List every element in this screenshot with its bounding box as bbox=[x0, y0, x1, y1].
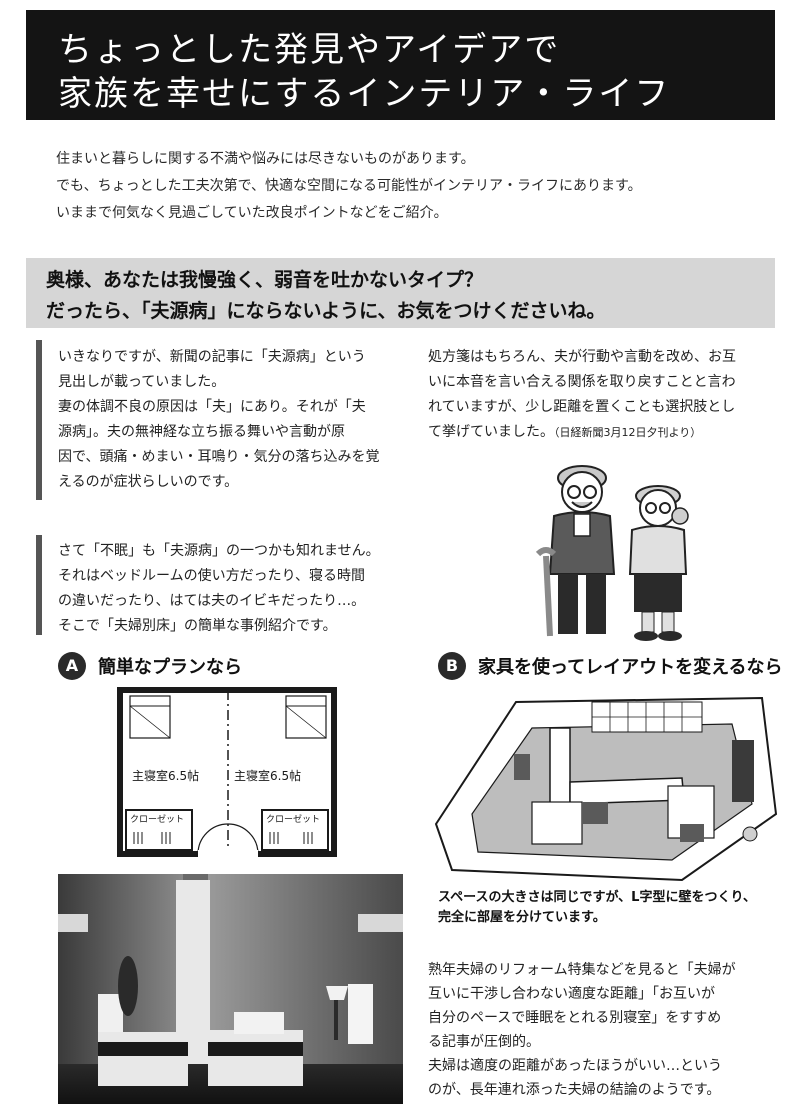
floor-plan-a: 主寝室6.5帖 主寝室6.5帖 クローゼット クローゼット bbox=[117, 687, 337, 858]
text-line: いに本音を言い合える関係を取り戻すことと言わ bbox=[428, 374, 736, 390]
text-line: さて「不眠」も「夫源病」の一つかも知れません。 bbox=[58, 543, 380, 559]
bedroom-photo bbox=[58, 874, 403, 1104]
text-line: のが、長年連れ添った夫婦の結論のようです。 bbox=[428, 1082, 721, 1098]
text-line: 自分のペースで睡眠をとれる別寝室」をすすめ bbox=[428, 1010, 722, 1026]
section-a-badge: A bbox=[58, 652, 86, 680]
text-line: 源病」。夫の無神経な立ち振る舞いや言動が原 bbox=[58, 424, 345, 440]
accent-bar bbox=[36, 340, 42, 500]
text-line: 妻の体調不良の原因は「夫」にあり。それが「夫 bbox=[58, 399, 366, 415]
elderly-couple-illustration bbox=[535, 465, 689, 641]
title-banner bbox=[26, 10, 775, 120]
closing-paragraph: 熟年夫婦のリフォーム特集などを見ると「夫婦が 互いに干渉し合わない適度な距離」「… bbox=[428, 958, 778, 1102]
accent-bar bbox=[36, 535, 42, 635]
text-line: の違いだったり、はては夫のイビキだったり…。 bbox=[58, 593, 366, 609]
text-line: えるのが症状らしいのです。 bbox=[58, 474, 239, 490]
text-line: 互いに干渉し合わない適度な距離」「お互いが bbox=[428, 986, 715, 1002]
article-left-para1: いきなりですが、新聞の記事に「夫源病」という 見出しが載っていました。 妻の体調… bbox=[58, 345, 403, 495]
section-a-title: 簡単なプランなら bbox=[98, 657, 242, 678]
text-line: 夫婦は適度の距離があったほうがいい…という bbox=[428, 1058, 722, 1074]
layout-b-caption: スペースの大きさは同じですが、L字型に壁をつくり、 完全に部屋を分けています。 bbox=[438, 888, 783, 928]
source-note: （日経新聞3月12日夕刊より） bbox=[554, 426, 702, 439]
closet-label-right: クローゼット bbox=[266, 813, 320, 825]
intro-line: 住まいと暮らしに関する不満や悩みには尽きないものがあります。 bbox=[56, 151, 475, 167]
caption-line: スペースの大きさは同じですが、L字型に壁をつくり、 bbox=[438, 890, 756, 905]
headline-line2: だったら、「夫源病」にならないように、お気をつけくださいね。 bbox=[46, 300, 606, 322]
text-line: 熟年夫婦のリフォーム特集などを見ると「夫婦が bbox=[428, 962, 736, 978]
intro-line: でも、ちょっとした工夫次第で、快適な空間になる可能性がインテリア・ライフにありま… bbox=[56, 178, 642, 194]
room-label-left: 主寝室6.5帖 bbox=[132, 768, 199, 783]
text-line: る記事が圧倒的。 bbox=[428, 1034, 540, 1050]
text-line: れていますが、少し距離を置くことも選択肢とし bbox=[428, 399, 736, 415]
headline-line1: 奥様、あなたは我慢強く、弱音を吐かないタイプ？ bbox=[46, 269, 484, 291]
text-line: それはベッドルームの使い方だったり、寝る時間 bbox=[58, 568, 366, 584]
article-left-para2: さて「不眠」も「夫源病」の一つかも知れません。 それはベッドルームの使い方だった… bbox=[58, 539, 418, 639]
headline-band bbox=[26, 258, 775, 328]
text-line: 見出しが載っていました。 bbox=[58, 374, 226, 390]
caption-line: 完全に部屋を分けています。 bbox=[438, 910, 606, 925]
page-title-line1: ちょっとした発見やアイデアで bbox=[58, 30, 561, 70]
room-label-right: 主寝室6.5帖 bbox=[234, 768, 301, 783]
page-title-line2: 家族を幸せにするインテリア・ライフ bbox=[58, 74, 671, 114]
closet-label-left: クローゼット bbox=[130, 813, 184, 825]
text-line: 処方箋はもちろん、夫が行動や言動を改め、お互 bbox=[428, 349, 736, 365]
text-line: 因で、頭痛・めまい・耳鳴り・気分の落ち込みを覚 bbox=[58, 449, 380, 465]
article-right-para1: 処方箋はもちろん、夫が行動や言動を改め、お互 いに本音を言い合える関係を取り戻す… bbox=[428, 345, 778, 445]
section-b-title: 家具を使ってレイアウトを変えるなら bbox=[478, 657, 783, 678]
text-line: そこで「夫婦別床」の簡単な事例紹介です。 bbox=[58, 618, 337, 634]
text-line: いきなりですが、新聞の記事に「夫源病」という bbox=[58, 349, 366, 365]
intro-line: いままで何気なく見過ごしていた改良ポイントなどをご紹介。 bbox=[56, 205, 448, 221]
layout-b-illustration bbox=[434, 696, 778, 882]
section-b-badge: B bbox=[438, 652, 466, 680]
text-line: て挙げていました。（日経新聞3月12日夕刊より） bbox=[428, 424, 702, 440]
intro-text: 住まいと暮らしに関する不満や悩みには尽きないものがあります。 でも、ちょっとした… bbox=[56, 146, 756, 227]
